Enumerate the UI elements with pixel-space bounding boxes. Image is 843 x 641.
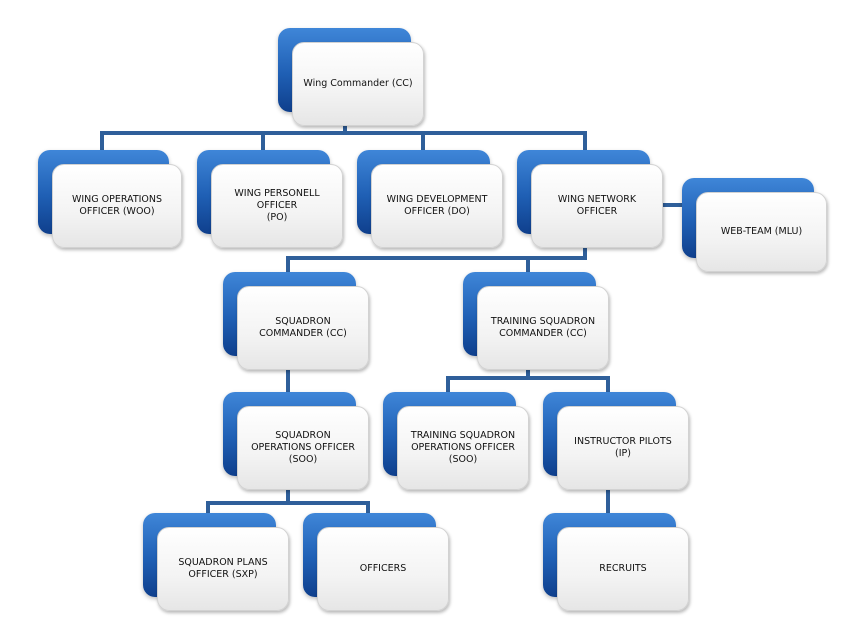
node-recruits: RECRUITS (543, 513, 689, 611)
node-squadron-operations-officer: SQUADRON OPERATIONS OFFICER (SOO) (223, 392, 369, 490)
node-training-squadron-commander: TRAINING SQUADRON COMMANDER (CC) (463, 272, 609, 370)
node-label: WING OPERATIONS OFFICER (WOO) (71, 194, 163, 217)
node-label: Wing Commander (CC) (303, 78, 413, 89)
node-training-squadron-operations-officer: TRAINING SQUADRON OPERATIONS OFFICER (SO… (383, 392, 529, 490)
node-label: WING PERSONELL OFFICER (PO) (234, 188, 320, 223)
node-wing-commander: Wing Commander (CC) (278, 28, 424, 126)
node-wing-development-officer: WING DEVELOPMENT OFFICER (DO) (357, 150, 503, 248)
node-squadron-commander: SQUADRON COMMANDER (CC) (223, 272, 369, 370)
node-label: OFFICERS (359, 563, 407, 574)
node-label: SQUADRON OPERATIONS OFFICER (SOO) (251, 430, 355, 465)
node-label: WING DEVELOPMENT OFFICER (DO) (386, 194, 488, 217)
node-wing-operations-officer: WING OPERATIONS OFFICER (WOO) (38, 150, 182, 248)
node-wing-network-officer: WING NETWORK OFFICER (517, 150, 663, 248)
node-squadron-plans-officer: SQUADRON PLANS OFFICER (SXP) (143, 513, 289, 611)
node-web-team: WEB-TEAM (MLU) (682, 178, 827, 272)
node-label: TRAINING SQUADRON OPERATIONS OFFICER (SO… (410, 430, 516, 465)
node-label: RECRUITS (599, 563, 647, 574)
node-label: SQUADRON PLANS OFFICER (SXP) (178, 557, 268, 580)
node-officers: OFFICERS (303, 513, 449, 611)
node-instructor-pilots: INSTRUCTOR PILOTS (IP) (543, 392, 689, 490)
node-label: INSTRUCTOR PILOTS (IP) (574, 436, 672, 459)
node-label: SQUADRON COMMANDER (CC) (259, 316, 347, 339)
node-label: WING NETWORK OFFICER (557, 194, 637, 217)
node-label: TRAINING SQUADRON COMMANDER (CC) (490, 316, 596, 339)
node-wing-personell-officer: WING PERSONELL OFFICER (PO) (197, 150, 343, 248)
node-label: WEB-TEAM (MLU) (720, 226, 803, 237)
